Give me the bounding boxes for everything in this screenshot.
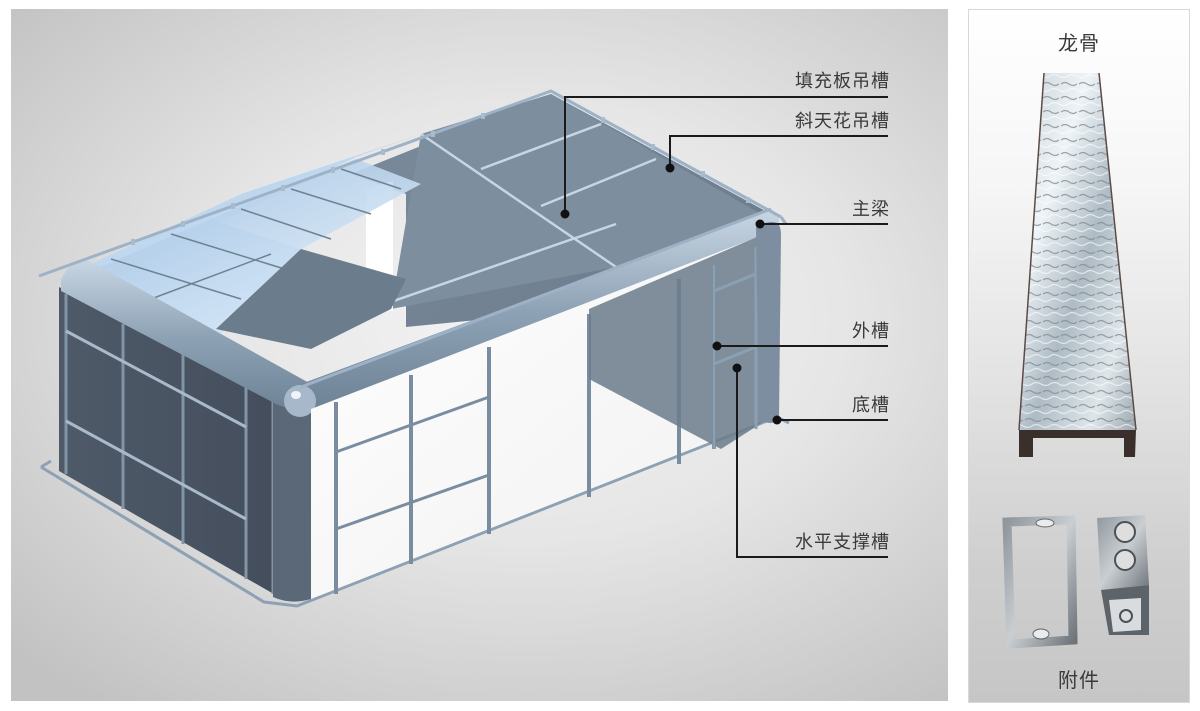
left-wall (59, 287, 286, 601)
leader-fill-panel-channel (564, 96, 888, 214)
label-bottom-channel: 底槽 (852, 395, 890, 416)
keel-title: 龙骨 (1058, 31, 1100, 55)
component-photos (1002, 72, 1149, 649)
leader-lines (564, 96, 888, 558)
top-frame-rails (38, 89, 788, 389)
main-beam-front (61, 259, 315, 414)
label-main-beam: 主梁 (852, 199, 890, 220)
components-side-panel: 龙骨 (968, 9, 1190, 703)
structure-diagram-panel: 填充板吊槽 斜天花吊槽 主梁 外槽 底槽 水平支撑槽 (11, 9, 948, 701)
leader-slanted-ceiling-channel (669, 135, 888, 168)
keel-channel-image (1018, 72, 1137, 457)
accessory-loop-bracket-image (1002, 515, 1078, 649)
leader-horizontal-support-channel (736, 368, 888, 558)
booth-structure-illustration (38, 89, 888, 608)
ceiling-area (391, 94, 761, 309)
accessories-title: 附件 (1058, 668, 1100, 692)
label-fill-panel-hanging-channel: 填充板吊槽 (795, 71, 890, 92)
accessory-u-bracket-image (1097, 515, 1149, 635)
label-outer-channel: 外槽 (852, 321, 890, 342)
label-horizontal-support-channel: 水平支撑槽 (795, 532, 890, 553)
label-slanted-ceiling-hanging-channel: 斜天花吊槽 (795, 111, 890, 132)
